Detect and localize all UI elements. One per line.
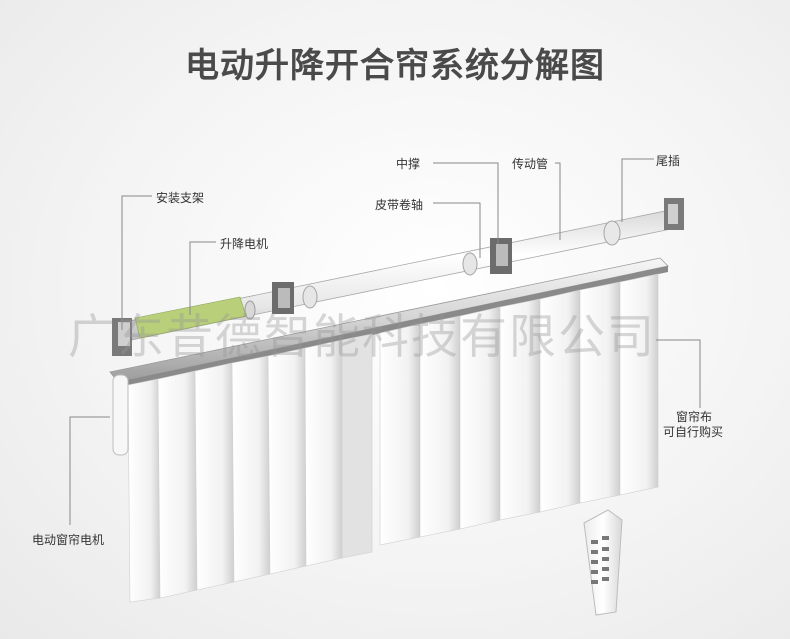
label-end-plug: 尾插 (656, 152, 680, 169)
remote-control (584, 510, 622, 615)
label-curtain-motor: 电动窗帘电机 (32, 531, 104, 548)
label-lift-motor: 升降电机 (220, 235, 268, 252)
company-watermark: 广东昔德智能科技有限公司 (68, 298, 728, 367)
center-bracket-2 (490, 238, 512, 274)
label-center-bracket: 中撑 (396, 155, 420, 172)
label-fabric-line1: 窗帘布 (676, 410, 712, 425)
label-bracket: 安装支架 (156, 189, 204, 206)
end-bracket-right (664, 198, 684, 230)
label-belt-shaft: 皮带卷轴 (375, 196, 423, 213)
label-drive-tube: 传动管 (512, 155, 548, 172)
label-fabric-line2: 可自行购买 (663, 425, 723, 440)
curtain-motor-body (113, 375, 128, 455)
